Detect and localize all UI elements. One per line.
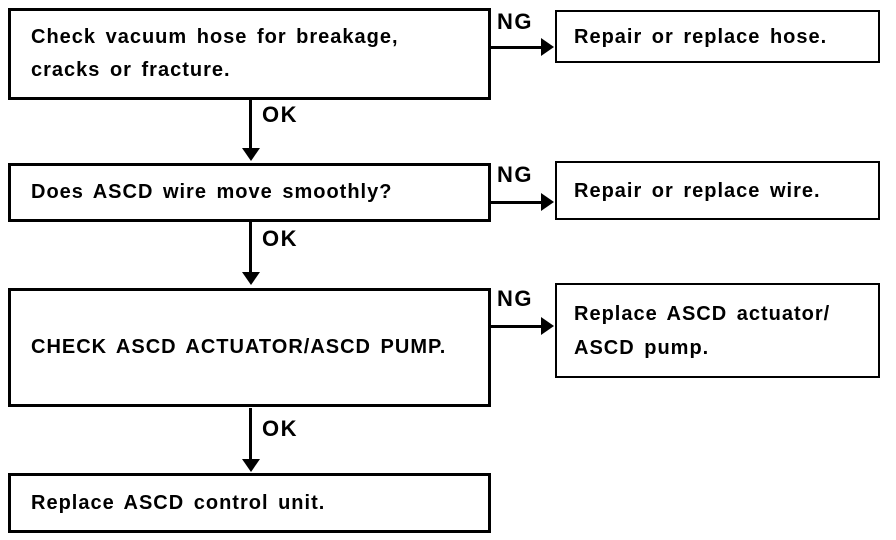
ng-label: NG — [497, 9, 533, 34]
arrow-right-icon — [541, 193, 554, 211]
step-text-line: Replace ASCD control unit. — [31, 491, 326, 514]
ok-label: OK — [262, 416, 298, 441]
connector-line-horizontal — [491, 201, 542, 204]
step-box-replace-control-unit: Replace ASCD control unit. — [8, 473, 491, 533]
arrow-down-icon — [242, 148, 260, 161]
ok-label: OK — [262, 226, 298, 251]
action-text-line: Repair or replace hose. — [574, 25, 828, 48]
arrow-down-icon — [242, 459, 260, 472]
arrow-down-icon — [242, 272, 260, 285]
action-box-repair-wire: Repair or replace wire. — [555, 161, 880, 220]
ng-label: NG — [497, 162, 533, 187]
action-text-line: Replace ASCD actuator/ — [574, 302, 831, 325]
connector-line-vertical — [249, 222, 252, 275]
step-text-line: Check vacuum hose for breakage, — [31, 26, 399, 48]
connector-line-horizontal — [491, 46, 542, 49]
step-text-line: Does ASCD wire move smoothly? — [31, 181, 393, 203]
action-text-line: ASCD pump. — [574, 336, 710, 359]
ng-label: NG — [497, 286, 533, 311]
ok-label: OK — [262, 102, 298, 127]
arrow-right-icon — [541, 38, 554, 56]
arrow-right-icon — [541, 317, 554, 335]
connector-line-vertical — [249, 408, 252, 461]
step-text-line: cracks or fracture. — [31, 59, 231, 81]
step-box-check-vacuum-hose: Check vacuum hose for breakage, cracks o… — [8, 8, 491, 100]
action-text-line: Repair or replace wire. — [574, 179, 821, 202]
action-box-repair-hose: Repair or replace hose. — [555, 10, 880, 63]
step-box-check-actuator-pump: CHECK ASCD ACTUATOR/ASCD PUMP. — [8, 288, 491, 407]
connector-line-horizontal — [491, 325, 542, 328]
step-box-ascd-wire: Does ASCD wire move smoothly? — [8, 163, 491, 222]
step-text-line: CHECK ASCD ACTUATOR/ASCD PUMP. — [31, 336, 447, 358]
connector-line-vertical — [249, 100, 252, 150]
action-box-replace-actuator-pump: Replace ASCD actuator/ ASCD pump. — [555, 283, 880, 378]
